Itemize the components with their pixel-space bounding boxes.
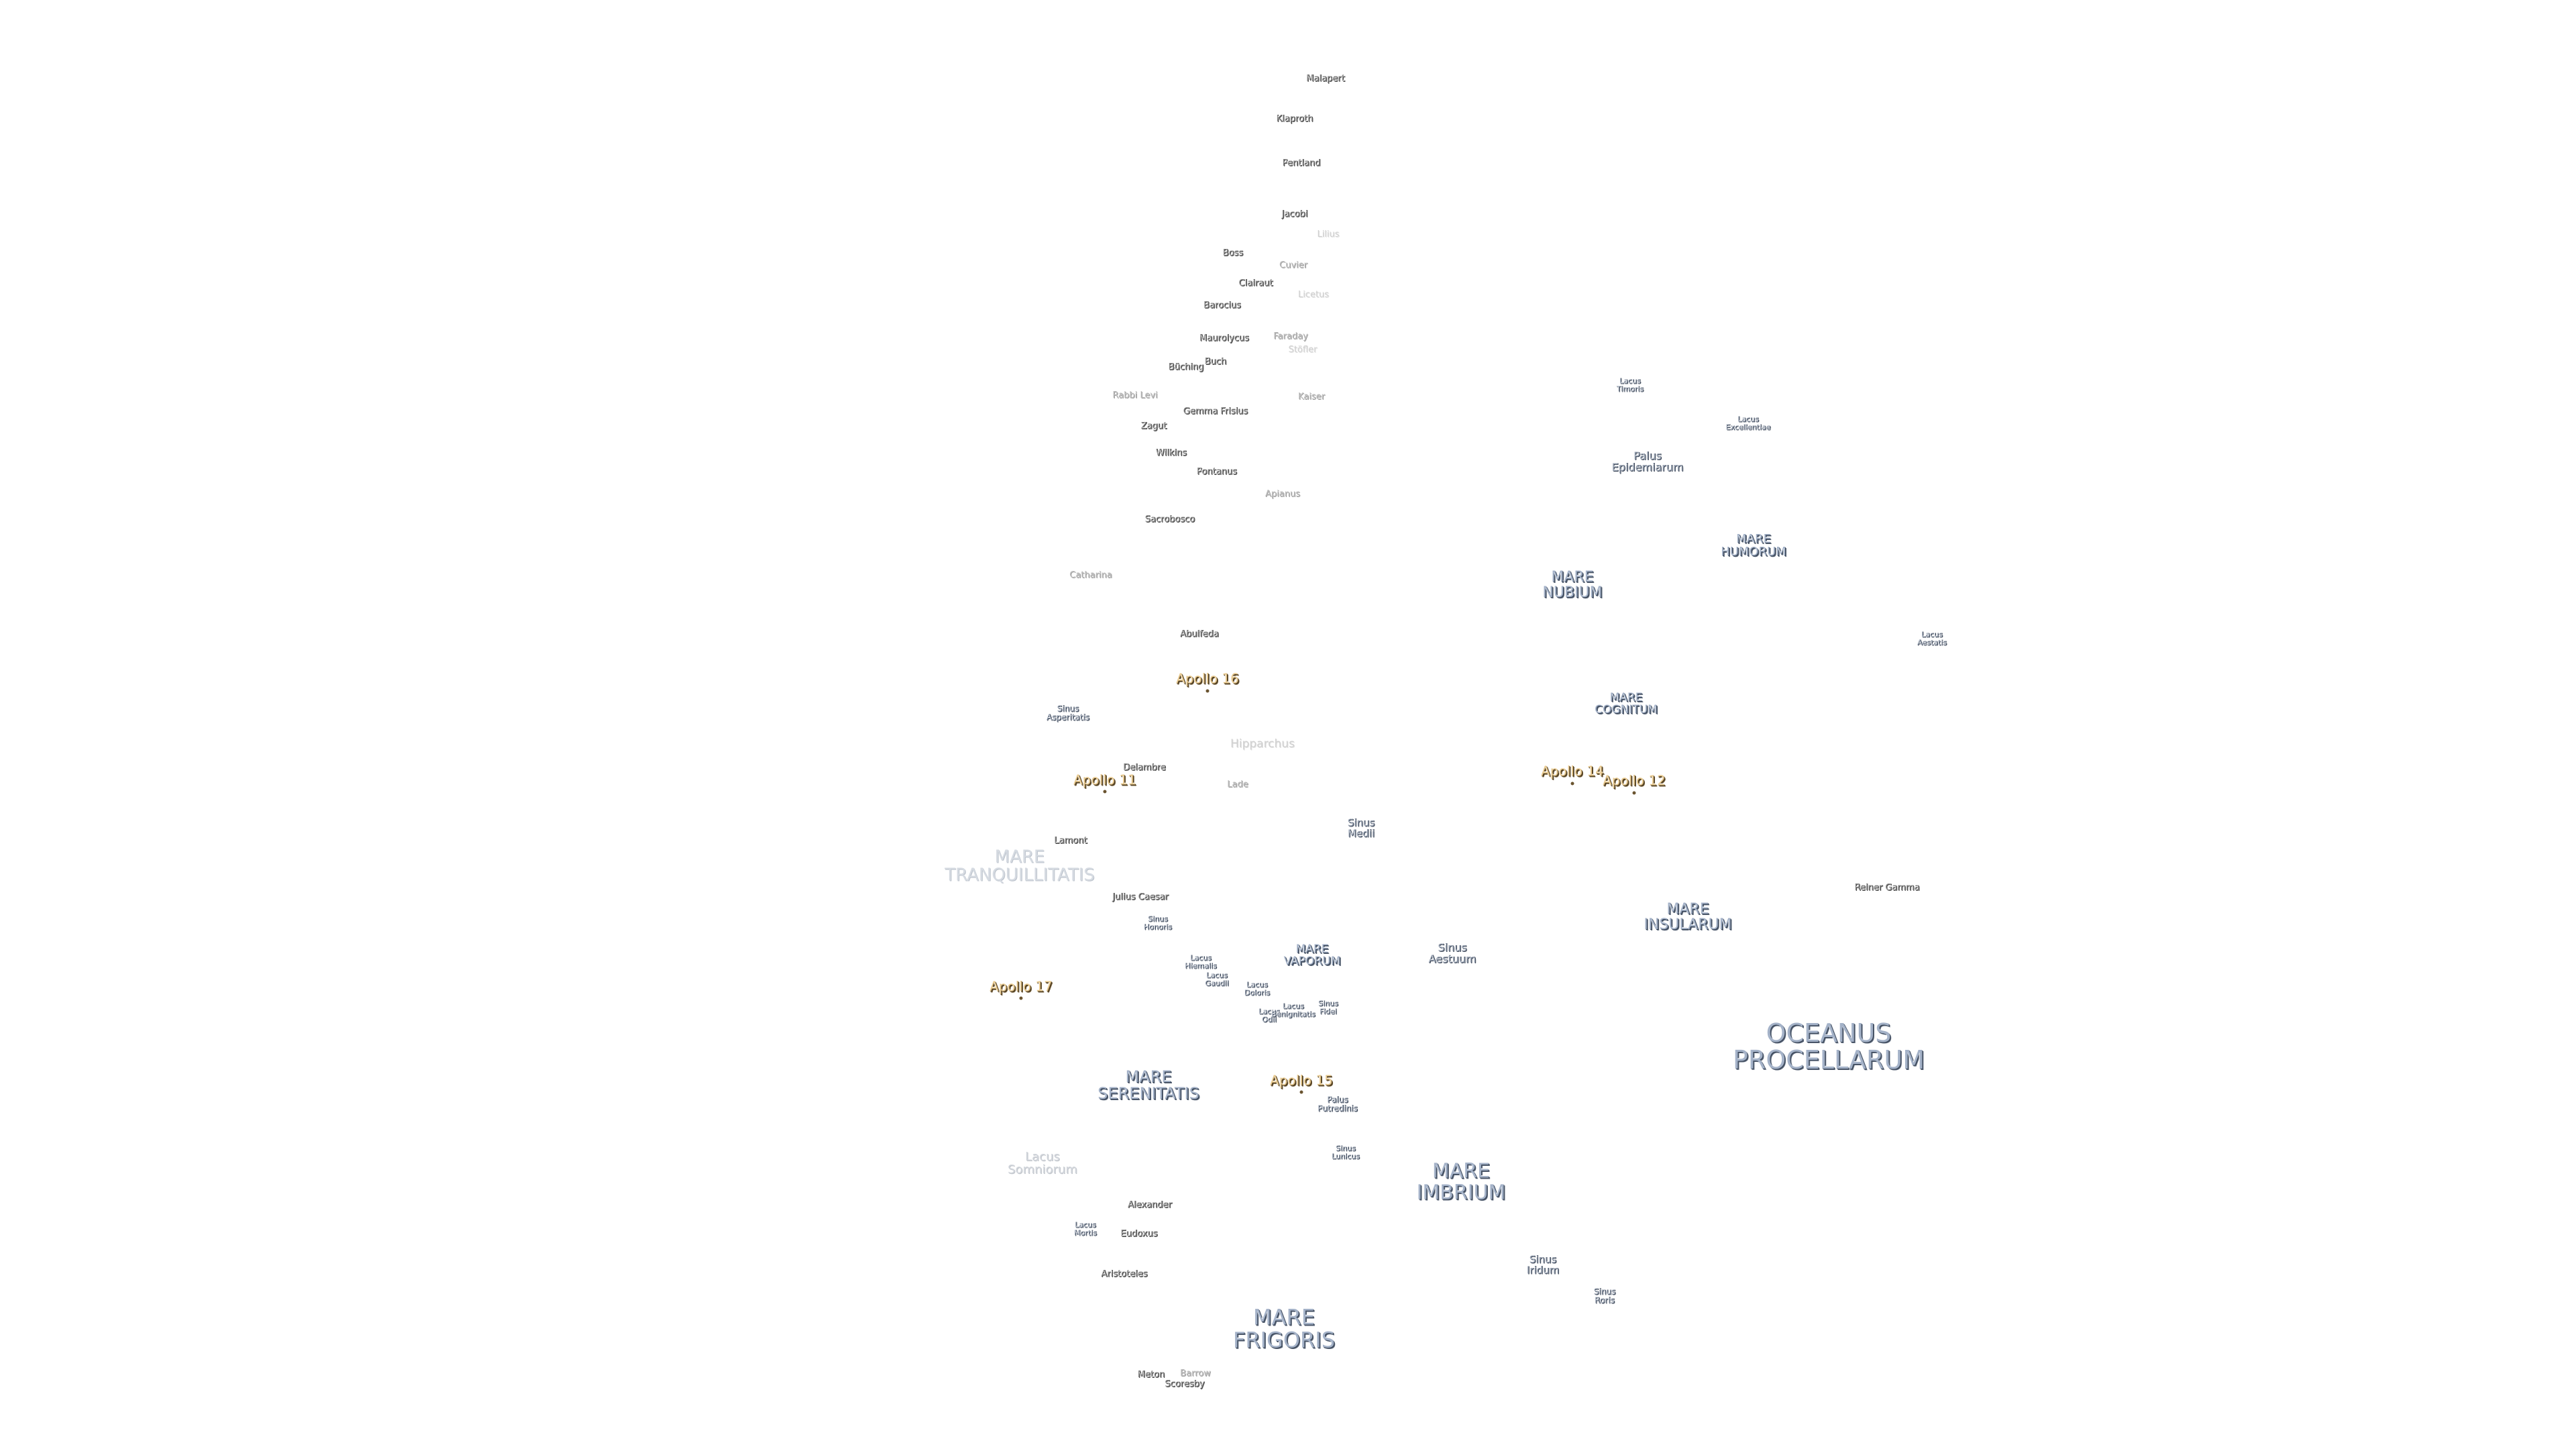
- mare-label-vaporum: MARE VAPORUM: [1283, 943, 1341, 968]
- lake-label-lacus-gaudii: Lacus Gaudii: [1205, 971, 1229, 987]
- crater-label-klaproth: Klaproth: [1276, 114, 1313, 125]
- lake-label-sinus-fidei: Sinus Fidei: [1318, 999, 1338, 1016]
- crater-label-scoresby: Scoresby: [1165, 1379, 1205, 1390]
- crater-label-lade: Lade: [1227, 780, 1248, 790]
- crater-label-barrow: Barrow: [1180, 1368, 1211, 1379]
- apollo-14-label[interactable]: Apollo 14: [1541, 763, 1604, 780]
- lake-label-sinus-honoris: Sinus Honoris: [1143, 914, 1173, 931]
- apollo-14-marker-icon[interactable]: [1570, 782, 1574, 786]
- lake-label-sinus-aestuum: Sinus Aestuum: [1428, 941, 1477, 965]
- apollo-12-marker-icon[interactable]: [1632, 791, 1636, 795]
- crater-label-julius-caesar: Julius Caesar: [1112, 892, 1169, 903]
- lake-label-lacus-aestatis: Lacus Aestatis: [1917, 630, 1947, 647]
- crater-label-hipparchus: Hipparchus: [1230, 737, 1295, 751]
- crater-label-lilius: Lilius: [1317, 229, 1340, 240]
- crater-label-barocius: Barocius: [1203, 301, 1241, 311]
- crater-label-rabbi-levi: Rabbi Levi: [1112, 390, 1158, 401]
- crater-label-pentland: Pentland: [1282, 158, 1321, 169]
- crater-label-kaiser: Kaiser: [1298, 392, 1325, 402]
- crater-label-pontanus: Pontanus: [1197, 467, 1237, 478]
- lake-label-lacus-hiemalis: Lacus Hiemalis: [1185, 953, 1217, 970]
- crater-label-apianus: Apianus: [1265, 489, 1300, 500]
- lake-label-lacus-timoris: Lacus Timoris: [1616, 376, 1644, 393]
- crater-label-delambre: Delambre: [1123, 763, 1166, 773]
- apollo-17-label[interactable]: Apollo 17: [989, 978, 1053, 995]
- apollo-15-label[interactable]: Apollo 15: [1270, 1072, 1333, 1089]
- crater-label-stofler: Stöfler: [1288, 345, 1318, 356]
- lake-label-sinus-medii: Sinus Medii: [1347, 816, 1375, 839]
- apollo-17-marker-icon[interactable]: [1019, 996, 1023, 1000]
- crater-label-maurolycus: Maurolycus: [1199, 333, 1249, 344]
- apollo-12-label[interactable]: Apollo 12: [1603, 772, 1666, 789]
- apollo-11-marker-icon[interactable]: [1103, 790, 1107, 794]
- lake-label-lacus-excellentiae: Lacus Excellentiae: [1725, 415, 1771, 431]
- crater-label-lamont: Lamont: [1054, 836, 1087, 847]
- apollo-16-marker-icon[interactable]: [1205, 689, 1210, 693]
- mare-label-insularum: MARE INSULARUM: [1644, 900, 1732, 933]
- crater-label-alexander: Alexander: [1128, 1200, 1172, 1211]
- mare-label-cognitum: MARE COGNITUM: [1595, 691, 1658, 716]
- crater-label-faraday: Faraday: [1273, 331, 1308, 342]
- lake-label-sinus-roris: Sinus Roris: [1593, 1287, 1616, 1305]
- crater-label-jacobi: Jacobi: [1281, 209, 1308, 220]
- crater-label-cuvier: Cuvier: [1279, 260, 1307, 271]
- crater-label-malapert: Malapert: [1306, 74, 1345, 85]
- crater-label-abulfeda: Abulfeda: [1180, 629, 1219, 640]
- mare-label-frigoris: MARE FRIGORIS: [1232, 1304, 1336, 1352]
- crater-label-clairaut: Clairaut: [1238, 278, 1273, 289]
- lake-label-lacus-doloris: Lacus Doloris: [1244, 980, 1271, 997]
- apollo-16-label[interactable]: Apollo 16: [1176, 670, 1239, 687]
- crater-label-licetus: Licetus: [1297, 290, 1330, 301]
- crater-label-eudoxus: Eudoxus: [1120, 1229, 1158, 1240]
- crater-label-buching: Büching: [1168, 362, 1204, 373]
- crater-label-boss: Boss: [1222, 248, 1244, 259]
- crater-label-gemma-frisius: Gemma Frisius: [1183, 407, 1248, 417]
- lake-label-lacus-somniorum: Lacus Somniorum: [1008, 1150, 1077, 1177]
- crater-label-reiner-gamma: Reiner Gamma: [1854, 883, 1920, 894]
- lake-label-lacus-odii: Lacus Odii: [1258, 1007, 1280, 1024]
- mare-label-imbrium: MARE IMBRIUM: [1416, 1159, 1506, 1204]
- lake-label-palus-putredinis: Palus Putredinis: [1318, 1095, 1358, 1113]
- mare-label-nubium: MARE NUBIUM: [1542, 568, 1603, 601]
- apollo-11-label[interactable]: Apollo 11: [1073, 771, 1136, 788]
- mare-label-serenitatis: MARE SERENITATIS: [1097, 1067, 1199, 1103]
- crater-label-sacrobosco: Sacrobosco: [1144, 515, 1195, 525]
- crater-label-meton: Meton: [1137, 1370, 1165, 1381]
- lake-label-lacus-benignitatis: Lacus Benignitatis: [1271, 1002, 1316, 1018]
- mare-label-tranquillitatis: MARE TRANQUILLITATIS: [945, 847, 1095, 885]
- crater-label-zagut: Zagut: [1140, 421, 1167, 432]
- lake-label-sinus-asperitatis: Sinus Asperitatis: [1046, 704, 1090, 722]
- crater-label-aristoteles: Aristoteles: [1101, 1269, 1148, 1280]
- crater-label-buch: Buch: [1204, 357, 1227, 368]
- crater-label-wilkins: Wilkins: [1156, 448, 1187, 459]
- apollo-15-marker-icon[interactable]: [1299, 1090, 1303, 1094]
- mare-label-humorum: MARE HUMORUM: [1721, 532, 1786, 559]
- ocean-label-procellarum: OCEANUS PROCELLARUM: [1733, 1018, 1925, 1075]
- lake-label-sinus-iridum: Sinus Iridum: [1526, 1253, 1560, 1276]
- crater-label-catharina: Catharina: [1069, 570, 1112, 581]
- lake-label-lacus-mortis: Lacus Mortis: [1074, 1220, 1097, 1237]
- lake-label-palus-epidemiarum: Palus Epidemiarum: [1611, 449, 1684, 474]
- lake-label-sinus-lunicus: Sinus Lunicus: [1332, 1144, 1360, 1161]
